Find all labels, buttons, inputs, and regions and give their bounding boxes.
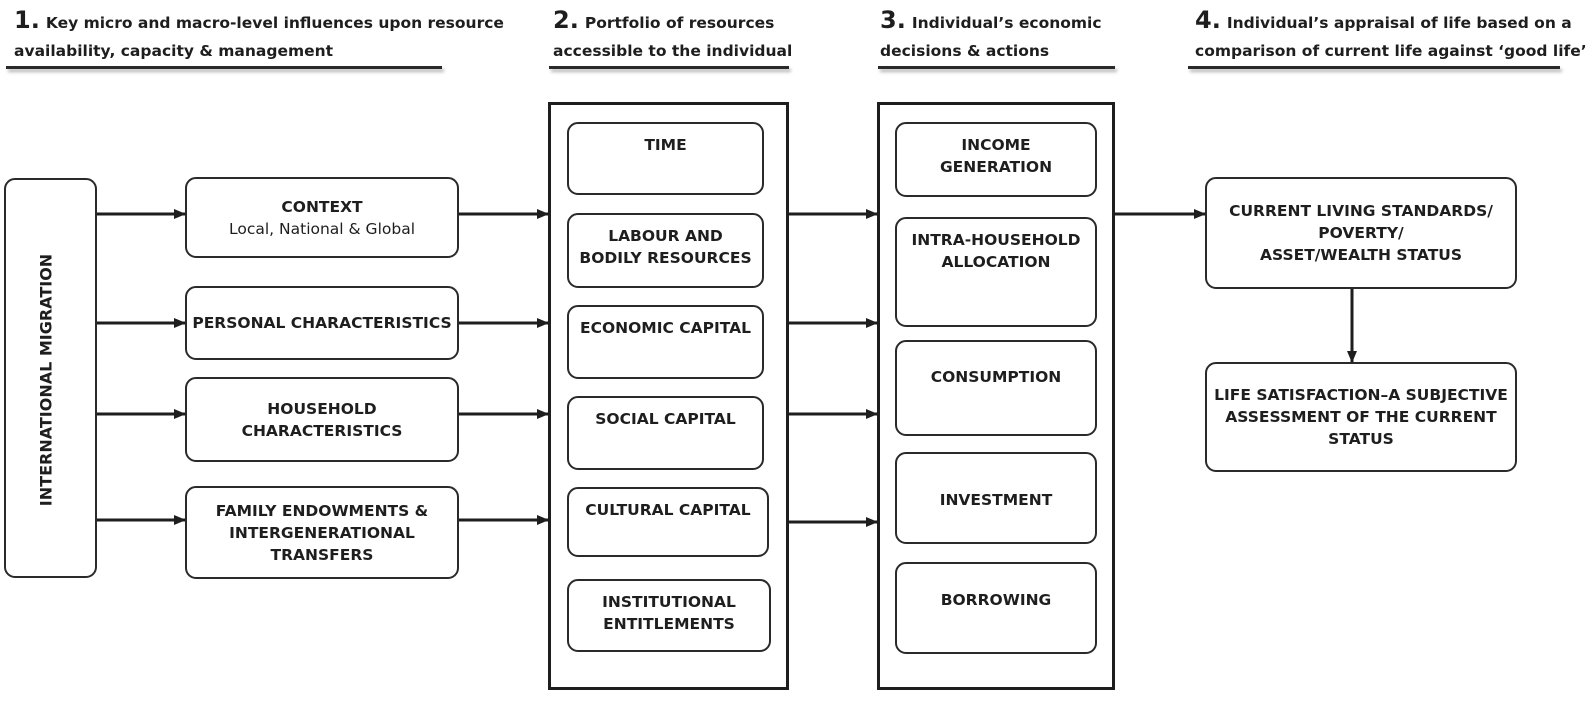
box-line: ASSET/WEALTH STATUS xyxy=(1259,246,1463,264)
box-line: INCOME xyxy=(961,136,1031,154)
box-line: INTRA-HOUSEHOLD xyxy=(911,231,1081,249)
household-characteristics-box: HOUSEHOLD CHARACTERISTICS xyxy=(185,377,459,462)
box-subtitle: Local, National & Global xyxy=(229,219,415,238)
resource-labour-box: LABOUR AND BODILY RESOURCES xyxy=(567,213,764,288)
resource-social-capital-box: SOCIAL CAPITAL xyxy=(567,396,764,470)
living-standards-box: CURRENT LIVING STANDARDS/ POVERTY/ ASSET… xyxy=(1205,177,1517,289)
heading-line: Portfolio of resources xyxy=(584,14,775,32)
section-4-rule xyxy=(1188,66,1560,69)
resource-cultural-capital-box: CULTURAL CAPITAL xyxy=(567,487,769,557)
resource-time-box: TIME xyxy=(567,122,764,195)
box-line: INVESTMENT xyxy=(939,491,1053,509)
decision-investment-box: INVESTMENT xyxy=(895,452,1097,544)
box-line: STATUS xyxy=(1328,430,1394,448)
personal-characteristics-box: PERSONAL CHARACTERISTICS xyxy=(185,286,459,360)
box-line: CHARACTERISTICS xyxy=(241,421,403,440)
section-2-heading: 2. Portfolio of resources accessible to t… xyxy=(553,6,792,65)
decision-borrowing-box: BORROWING xyxy=(895,562,1097,654)
box-line: ENTITLEMENTS xyxy=(603,615,735,633)
section-1-rule xyxy=(6,66,442,69)
box-line: LIFE SATISFACTION–A SUBJECTIVE xyxy=(1214,386,1508,404)
box-line: BORROWING xyxy=(940,591,1052,609)
section-number: 4. xyxy=(1195,6,1221,34)
decision-consumption-box: CONSUMPTION xyxy=(895,340,1097,436)
section-4-heading: 4. Individual’s appraisal of life based o… xyxy=(1195,6,1587,65)
heading-line: comparison of current life against ‘good… xyxy=(1195,42,1587,60)
heading-line: Key micro and macro-level influences upo… xyxy=(45,14,504,32)
box-line: INSTITUTIONAL xyxy=(602,593,736,611)
box-line: HOUSEHOLD xyxy=(267,399,377,418)
context-box: CONTEXT Local, National & Global xyxy=(185,177,459,258)
section-number: 2. xyxy=(553,6,579,34)
section-2-rule xyxy=(549,66,789,69)
heading-line: Individual’s economic xyxy=(911,14,1102,32)
section-number: 3. xyxy=(880,6,906,34)
decision-income-generation-box: INCOME GENERATION xyxy=(895,122,1097,197)
box-line: TIME xyxy=(644,136,687,154)
heading-line: accessible to the individual xyxy=(553,42,793,60)
box-line: TRANSFERS xyxy=(270,545,374,564)
box-line: ASSESSMENT OF THE CURRENT xyxy=(1225,408,1497,426)
resource-institutional-entitlements-box: INSTITUTIONAL ENTITLEMENTS xyxy=(567,579,771,652)
resource-economic-capital-box: ECONOMIC CAPITAL xyxy=(567,305,764,379)
box-line: LABOUR AND xyxy=(608,227,723,245)
section-3-heading: 3. Individual’s economic decisions & acti… xyxy=(880,6,1102,65)
life-satisfaction-box: LIFE SATISFACTION–A SUBJECTIVE ASSESSMEN… xyxy=(1205,362,1517,472)
box-line: CURRENT LIVING STANDARDS/ xyxy=(1229,202,1493,220)
section-1-heading: 1. Key micro and macro-level influences u… xyxy=(14,6,504,65)
heading-line: Individual’s appraisal of life based on … xyxy=(1226,14,1572,32)
heading-line: availability, capacity & management xyxy=(14,42,334,60)
international-migration-box xyxy=(4,178,97,578)
box-line: BODILY RESOURCES xyxy=(579,249,752,267)
box-line: CULTURAL CAPITAL xyxy=(585,501,751,519)
box-line: POVERTY/ xyxy=(1318,224,1404,242)
heading-line: decisions & actions xyxy=(880,42,1050,60)
box-line: ECONOMIC CAPITAL xyxy=(580,319,751,337)
box-line: GENERATION xyxy=(939,158,1053,176)
box-line: INTERGENERATIONAL xyxy=(229,523,415,542)
box-line: SOCIAL CAPITAL xyxy=(595,410,736,428)
box-line: CONSUMPTION xyxy=(930,368,1062,386)
box-title: PERSONAL CHARACTERISTICS xyxy=(192,314,452,332)
section-number: 1. xyxy=(14,6,40,34)
family-endowments-box: FAMILY ENDOWMENTS & INTERGENERATIONAL TR… xyxy=(185,486,459,579)
box-title: CONTEXT xyxy=(281,197,363,216)
section-3-rule xyxy=(878,66,1115,69)
box-line: FAMILY ENDOWMENTS & xyxy=(215,501,429,520)
box-line: ALLOCATION xyxy=(941,253,1051,271)
decision-intra-household-box: INTRA-HOUSEHOLD ALLOCATION xyxy=(895,217,1097,327)
